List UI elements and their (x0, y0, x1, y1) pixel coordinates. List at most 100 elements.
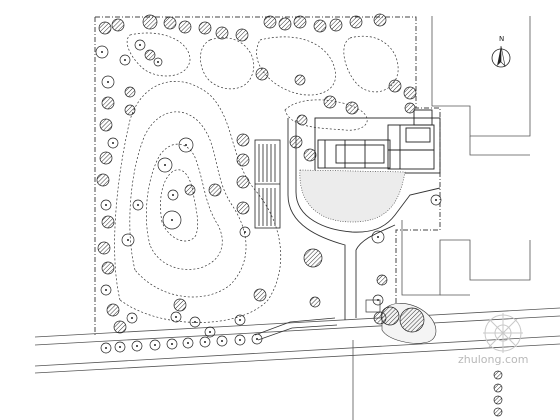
tree-symbol (493, 383, 503, 393)
tree-symbol (142, 14, 158, 30)
tree-symbol (323, 95, 337, 109)
tree-symbol (101, 96, 115, 110)
tree-symbol (493, 370, 503, 380)
parking-lot (254, 139, 281, 229)
tree-symbol (100, 199, 112, 211)
tree-center-dot (244, 231, 246, 233)
tree-symbol (251, 333, 263, 345)
tree-symbol (236, 201, 250, 215)
tree-symbol (178, 20, 192, 34)
tree-symbol (113, 320, 127, 334)
tree-center-dot (204, 341, 206, 343)
tree-symbol (234, 314, 246, 326)
adjacent-buildings (401, 16, 531, 296)
tree-center-dot (221, 340, 223, 342)
tree-symbol (371, 230, 385, 244)
tree-symbol (162, 210, 182, 230)
watermark-text: zhulong.com (458, 353, 529, 366)
tree-symbol (170, 311, 182, 323)
tree-center-dot (137, 204, 139, 206)
tree-center-dot (377, 299, 379, 301)
tree-symbol (263, 15, 277, 29)
tree-symbol (132, 199, 144, 211)
tree-symbol (345, 101, 359, 115)
tree-symbol (349, 15, 363, 29)
tree-symbol (372, 294, 384, 306)
tree-center-dot (187, 342, 189, 344)
tree-symbol (235, 28, 249, 42)
tree-symbol (134, 39, 146, 51)
tree-symbol (278, 17, 292, 31)
tree-center-dot (119, 346, 121, 348)
tree-symbol (99, 151, 113, 165)
tree-symbol (184, 184, 196, 196)
tree-symbol (309, 296, 321, 308)
tree-symbol (289, 135, 303, 149)
tree-symbol (236, 133, 250, 147)
tree-symbol (430, 194, 442, 206)
tree-center-dot (105, 289, 107, 291)
tree-symbol (236, 153, 250, 167)
tree-center-dot (435, 199, 437, 201)
tree-symbol (101, 215, 115, 229)
tree-symbol (121, 233, 135, 247)
tree-symbol (376, 274, 388, 286)
zhulong-logo-icon (483, 313, 523, 353)
tree-center-dot (239, 339, 241, 341)
tree-center-dot (172, 194, 174, 196)
tree-layer (95, 13, 503, 417)
tree-center-dot (171, 343, 173, 345)
tree-center-dot (124, 59, 126, 61)
tree-symbol (234, 334, 246, 346)
tree-symbol (124, 86, 136, 98)
tree-symbol (493, 407, 503, 417)
tree-symbol (124, 104, 136, 116)
tree-symbol (107, 137, 119, 149)
tree-symbol (236, 175, 250, 189)
tree-center-dot (209, 331, 211, 333)
tree-center-dot (175, 316, 177, 318)
tree-symbol (182, 337, 194, 349)
tree-symbol (239, 226, 251, 238)
tree-center-dot (194, 321, 196, 323)
tree-symbol (173, 298, 187, 312)
north-arrow-icon (491, 45, 511, 68)
tree-symbol (106, 303, 120, 317)
tree-center-dot (154, 344, 156, 346)
tree-center-dot (185, 144, 187, 146)
tree-symbol (126, 312, 138, 324)
tree-center-dot (256, 338, 258, 340)
tree-center-dot (164, 164, 166, 166)
tree-symbol (403, 86, 417, 100)
tree-center-dot (105, 204, 107, 206)
tree-symbol (98, 21, 112, 35)
tree-symbol (329, 18, 343, 32)
tree-symbol (293, 15, 307, 29)
tree-symbol (493, 395, 503, 405)
tree-center-dot (136, 345, 138, 347)
tree-symbol (157, 157, 173, 173)
tree-symbol (303, 248, 323, 268)
tree-symbol (101, 75, 115, 89)
tree-symbol (100, 342, 112, 354)
tree-symbol (404, 102, 416, 114)
tree-symbol (153, 57, 163, 67)
tree-symbol (255, 67, 269, 81)
tree-center-dot (157, 61, 159, 63)
tree-symbol (166, 338, 178, 350)
tree-symbol (296, 114, 308, 126)
tree-symbol (380, 306, 400, 326)
tree-symbol (399, 307, 425, 333)
tree-symbol (303, 148, 317, 162)
tree-center-dot (105, 347, 107, 349)
north-label: N (499, 35, 504, 43)
tree-center-dot (171, 219, 173, 221)
tree-symbol (294, 74, 306, 86)
main-building (314, 109, 441, 174)
tree-symbol (215, 26, 229, 40)
tree-symbol (253, 288, 267, 302)
tree-center-dot (377, 236, 379, 238)
tree-center-dot (127, 239, 129, 241)
tree-symbol (178, 137, 194, 153)
tree-symbol (114, 341, 126, 353)
